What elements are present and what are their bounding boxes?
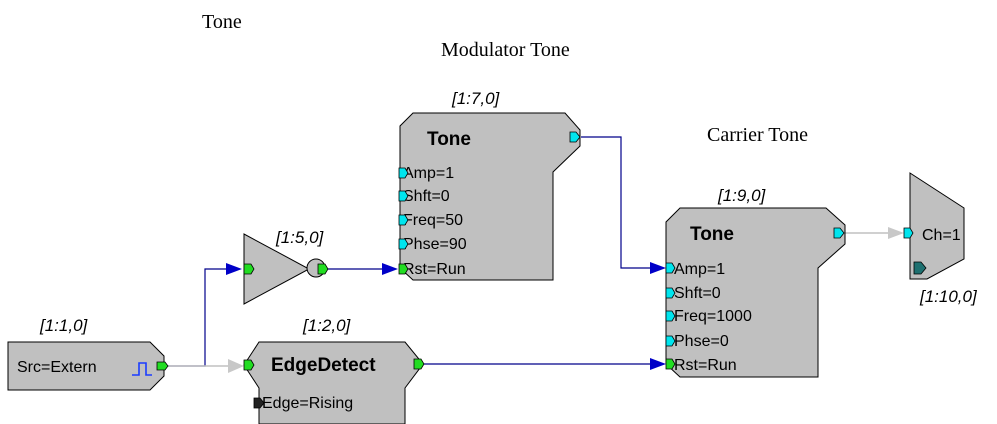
output-block-id: [1:10,0] [919, 287, 978, 306]
wire-arrow [888, 227, 904, 239]
tone2-shft-port[interactable] [665, 287, 676, 299]
inverter-block[interactable]: [1:5,0] [243, 228, 329, 305]
edgedetect-title: EdgeDetect [271, 355, 376, 376]
edgedetect-block-id: [1:2,0] [302, 316, 352, 335]
tone2-param-amp: Amp=1 [674, 261, 725, 278]
tone2-title: Tone [690, 224, 734, 245]
tone1-amp-port[interactable] [398, 167, 409, 179]
tone2-param-rst: Rst=Run [674, 357, 737, 374]
tone1-param-phse: Phse=90 [403, 236, 467, 253]
wire-src-to-inverter [168, 268, 228, 367]
edgedetect-param: Edge=Rising [262, 395, 353, 412]
inverter-output-port[interactable] [317, 263, 329, 275]
pulse-icon [132, 362, 152, 376]
wire-arrow [382, 263, 398, 275]
wire-arrow [650, 262, 666, 274]
tone1-output-port[interactable] [569, 131, 581, 143]
output-param: Ch=1 [922, 227, 961, 244]
tone2-block[interactable]: [1:9,0] Tone Amp=1 Shft=0 Freq=1000 Phse… [665, 186, 846, 378]
tone1-title: Tone [427, 129, 471, 150]
output-input-port[interactable] [903, 227, 914, 239]
tone2-rst-port[interactable] [665, 358, 676, 370]
carrier-tone-label: Carrier Tone [707, 124, 808, 146]
tone-label: Tone [202, 11, 242, 33]
tone1-param-freq: Freq=50 [403, 212, 463, 229]
tone2-output-port[interactable] [833, 227, 845, 239]
tone2-param-freq: Freq=1000 [674, 308, 752, 325]
wire-arrow [228, 359, 244, 373]
output-block[interactable]: Ch=1 [1:10,0] [903, 172, 978, 306]
tone1-shft-port[interactable] [398, 190, 409, 202]
wire-arrow [226, 263, 242, 275]
inverter-block-id: [1:5,0] [275, 228, 325, 247]
tone1-param-shft: Shft=0 [403, 188, 450, 205]
edgedetect-input-port[interactable] [243, 359, 255, 371]
tone1-block[interactable]: [1:7,0] Tone Amp=1 Shft=0 Freq=50 Phse=9… [398, 89, 581, 281]
tone1-param-rst: Rst=Run [403, 261, 466, 278]
tone2-amp-port[interactable] [665, 262, 676, 274]
tone1-freq-port[interactable] [398, 214, 409, 226]
inverter-input-port[interactable] [243, 263, 255, 275]
tone2-param-shft: Shft=0 [674, 285, 721, 302]
tone2-freq-port[interactable] [665, 310, 676, 322]
tone1-phse-port[interactable] [398, 238, 409, 250]
edgedetect-output-port[interactable] [413, 358, 425, 370]
tone2-param-phse: Phse=0 [674, 333, 729, 350]
tone2-phse-port[interactable] [665, 335, 676, 347]
edgedetect-block[interactable]: [1:2,0] EdgeDetect Edge=Rising [243, 316, 425, 424]
modulator-tone-label: Modulator Tone [441, 39, 570, 61]
tone1-block-id: [1:7,0] [451, 89, 501, 108]
src-param: Src=Extern [17, 359, 97, 376]
tone1-rst-port[interactable] [398, 263, 409, 275]
src-block-id: [1:1,0] [39, 316, 89, 335]
tone1-param-amp: Amp=1 [403, 165, 454, 182]
edgedetect-edge-port[interactable] [253, 397, 265, 409]
wire-tone1-to-tone2 [581, 136, 652, 269]
wire-arrow [650, 358, 666, 370]
src-output-port[interactable] [156, 361, 169, 371]
output-aux-port[interactable] [913, 261, 927, 275]
src-block[interactable]: [1:1,0] Src=Extern [7, 316, 169, 391]
tone2-block-id: [1:9,0] [717, 186, 767, 205]
